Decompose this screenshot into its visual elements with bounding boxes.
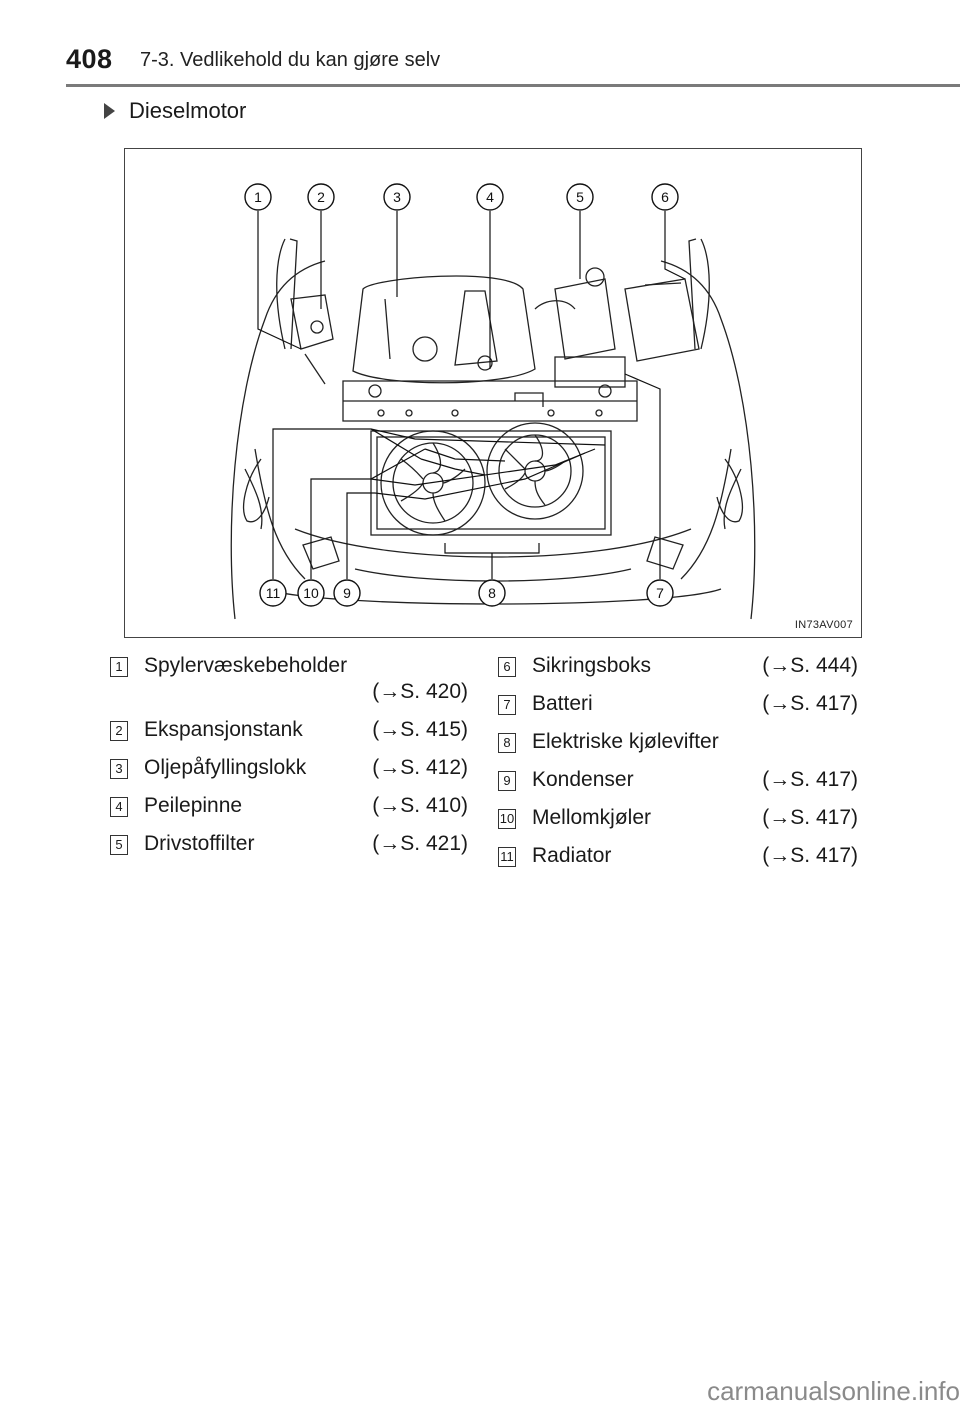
callout-9: 9 — [343, 585, 351, 601]
item-label: Drivstoffilter — [144, 832, 255, 855]
item-number: 5 — [110, 835, 128, 855]
legend-right-column: 6 Sikringsboks (→S. 444) 7 Batteri (→S. … — [498, 654, 858, 882]
item-number: 9 — [498, 771, 516, 791]
item-number: 10 — [498, 809, 516, 829]
item-label: Spylervæskebeholder — [144, 654, 348, 677]
callout-10: 10 — [303, 585, 319, 601]
item-label: Oljepåfyllingslokk — [144, 756, 307, 779]
callout-5: 5 — [576, 189, 584, 205]
item-label: Radiator — [532, 844, 612, 867]
page-reference: (→S. 420) — [372, 680, 468, 703]
item-label: Ekspansjonstank — [144, 718, 303, 741]
list-item: 5 Drivstoffilter (→S. 421) — [110, 832, 468, 856]
list-item: 4 Peilepinne (→S. 410) — [110, 794, 468, 818]
list-item: 3 Oljepåfyllingslokk (→S. 412) — [110, 756, 468, 780]
callout-1: 1 — [254, 189, 262, 205]
callout-8: 8 — [488, 585, 496, 601]
chapter-title: 7-3. Vedlikehold du kan gjøre selv — [140, 49, 441, 71]
item-number: 3 — [110, 759, 128, 779]
item-number: 6 — [498, 657, 516, 677]
header-divider — [66, 84, 960, 87]
item-label: Kondenser — [532, 768, 634, 791]
callout-4: 4 — [486, 189, 494, 205]
callout-11: 11 — [266, 585, 281, 601]
figure-id: IN73AV007 — [794, 619, 853, 631]
list-item: 2 Ekspansjonstank (→S. 415) — [110, 718, 468, 742]
item-number: 4 — [110, 797, 128, 817]
page-reference: (→S. 444) — [762, 654, 858, 677]
item-number: 1 — [110, 657, 128, 677]
list-item: 6 Sikringsboks (→S. 444) — [498, 654, 858, 678]
item-number: 7 — [498, 695, 516, 715]
list-item: 9 Kondenser (→S. 417) — [498, 768, 858, 792]
list-item: 7 Batteri (→S. 417) — [498, 692, 858, 716]
callout-3: 3 — [393, 189, 401, 205]
list-item: 8 Elektriske kjølevifter — [498, 730, 858, 754]
list-item: 11 Radiator (→S. 417) — [498, 844, 858, 868]
page-reference: (→S. 417) — [762, 806, 858, 829]
page-reference: (→S. 417) — [762, 692, 858, 715]
item-label: Peilepinne — [144, 794, 243, 817]
item-label: Sikringsboks — [532, 654, 652, 677]
page-reference: (→S. 412) — [372, 756, 468, 779]
item-label: Batteri — [532, 692, 593, 715]
list-item: 10 Mellomkjøler (→S. 417) — [498, 806, 858, 830]
list-item: 1 Spylervæskebeholder (→S. 420) — [110, 654, 468, 704]
section-heading: Dieselmotor — [104, 98, 246, 124]
page-reference: (→S. 421) — [372, 832, 468, 855]
engine-bay-illustration: 1 2 3 4 5 6 7 8 9 10 11 IN73AV007 — [124, 148, 862, 638]
callout-6: 6 — [661, 189, 669, 205]
page-reference: (→S. 417) — [762, 768, 858, 791]
watermark-text: carmanualsonline.info — [707, 1376, 960, 1406]
page-reference: (→S. 410) — [372, 794, 468, 817]
page-reference: (→S. 415) — [372, 718, 468, 741]
callout-2: 2 — [317, 189, 325, 205]
callout-7: 7 — [656, 585, 664, 601]
legend-left-column: 1 Spylervæskebeholder (→S. 420) 2 Ekspan… — [110, 654, 468, 870]
triangle-bullet-icon — [104, 103, 115, 119]
page-header: 408 7-3. Vedlikehold du kan gjøre selv — [0, 0, 960, 90]
page-reference: (→S. 417) — [762, 844, 858, 867]
item-label: Mellomkjøler — [532, 806, 652, 829]
item-number: 11 — [498, 847, 516, 867]
engine-bay-drawing: 1 2 3 4 5 6 7 8 9 10 11 — [230, 183, 756, 620]
item-label: Elektriske kjølevifter — [532, 730, 719, 753]
page-number: 408 — [66, 44, 113, 74]
item-number: 2 — [110, 721, 128, 741]
section-title: Dieselmotor — [129, 98, 247, 123]
item-number: 8 — [498, 733, 516, 753]
